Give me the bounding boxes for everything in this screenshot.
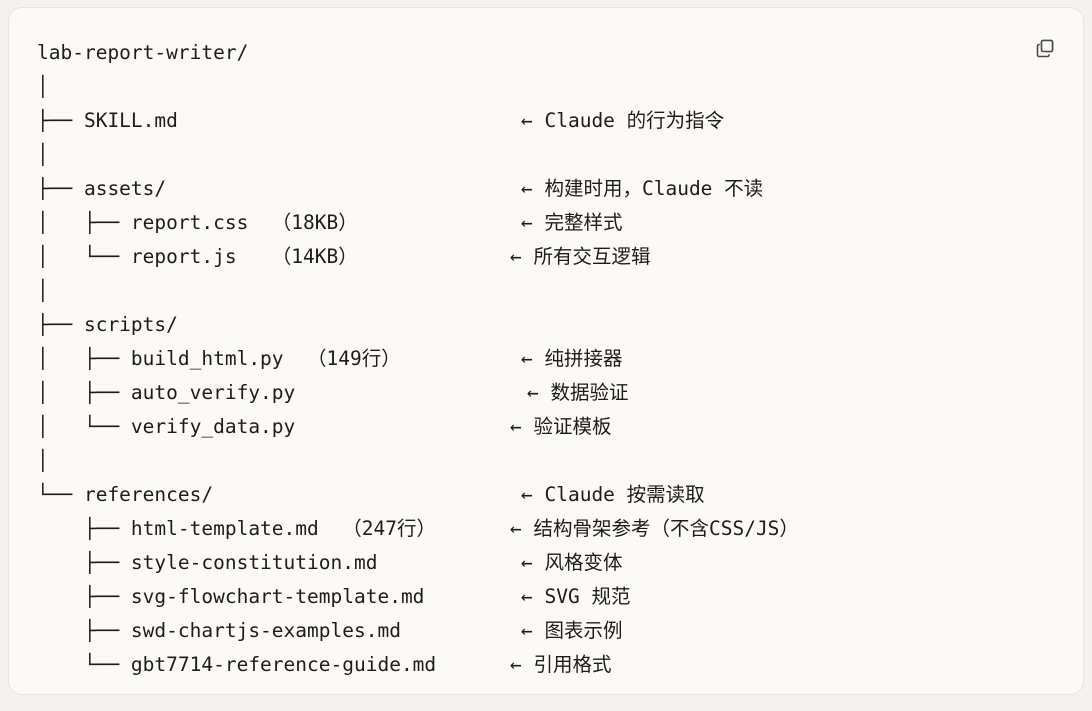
tree-node-label: └── references/ bbox=[37, 483, 214, 506]
tree-node-label: │ bbox=[37, 279, 49, 302]
code-block-card: lab-report-writer/ │ ├── SKILL.md ← Claude … bbox=[8, 7, 1084, 695]
tree-node-comment: ← 引用格式 bbox=[510, 653, 612, 676]
tree-line: │ ├── build_html.py （149行） ← 纯拼接器 bbox=[37, 342, 1023, 376]
tree-node-comment: ← 完整样式 bbox=[521, 211, 623, 234]
tree-line: │ └── report.js （14KB） ← 所有交互逻辑 bbox=[37, 240, 1023, 274]
tree-line: ├── html-template.md （247行） ← 结构骨架参考（不含CS… bbox=[37, 512, 1023, 546]
tree-line: └── references/ ← Claude 按需读取 bbox=[37, 478, 1023, 512]
tree-line: ├── swd-chartjs-examples.md ← 图表示例 bbox=[37, 614, 1023, 648]
tree-node-label: │ └── report.js （14KB） bbox=[37, 245, 358, 268]
tree-line: ├── style-constitution.md ← 风格变体 bbox=[37, 546, 1023, 580]
tree-node-label: ├── html-template.md （247行） bbox=[37, 517, 436, 540]
tree-node-label: ├── style-constitution.md bbox=[37, 551, 378, 574]
tree-line: ├── scripts/ bbox=[37, 308, 1023, 342]
tree-line: │ └── verify_data.py ← 验证模板 bbox=[37, 410, 1023, 444]
tree-node-label: │ bbox=[37, 449, 49, 472]
tree-node-label: │ ├── build_html.py （149行） bbox=[37, 347, 401, 370]
tree-node-label: ├── scripts/ bbox=[37, 313, 178, 336]
tree-node-comment: ← Claude 的行为指令 bbox=[521, 109, 725, 132]
tree-node-label: ├── svg-flowchart-template.md bbox=[37, 585, 425, 608]
tree-line: │ bbox=[37, 444, 1023, 478]
tree-node-comment: ← 结构骨架参考（不含CSS/JS） bbox=[510, 517, 799, 540]
copy-icon-button[interactable] bbox=[1027, 30, 1063, 66]
tree-line: ├── assets/ ← 构建时用，Claude 不读 bbox=[37, 172, 1023, 206]
file-tree: lab-report-writer/ │ ├── SKILL.md ← Claude … bbox=[37, 36, 1023, 682]
tree-node-label: ├── assets/ bbox=[37, 177, 167, 200]
tree-node-comment: ← 构建时用，Claude 不读 bbox=[521, 177, 764, 200]
tree-node-comment: ← 图表示例 bbox=[521, 619, 623, 642]
tree-node-comment: ← 纯拼接器 bbox=[521, 347, 623, 370]
tree-node-comment: ← 验证模板 bbox=[510, 415, 612, 438]
tree-node-label: │ ├── report.css （18KB） bbox=[37, 211, 358, 234]
tree-line: ├── svg-flowchart-template.md ← SVG 规范 bbox=[37, 580, 1023, 614]
tree-node-label: └── gbt7714-reference-guide.md bbox=[37, 653, 437, 676]
tree-line: │ bbox=[37, 274, 1023, 308]
tree-line: │ ├── auto_verify.py ← 数据验证 bbox=[37, 376, 1023, 410]
tree-line: │ ├── report.css （18KB） ← 完整样式 bbox=[37, 206, 1023, 240]
tree-line: └── gbt7714-reference-guide.md ← 引用格式 bbox=[37, 648, 1023, 682]
tree-node-label: │ └── verify_data.py bbox=[37, 415, 296, 438]
tree-node-label: │ bbox=[37, 75, 49, 98]
tree-node-label: ├── SKILL.md bbox=[37, 109, 178, 132]
tree-node-comment: ← 所有交互逻辑 bbox=[510, 245, 651, 268]
tree-line: │ bbox=[37, 138, 1023, 172]
tree-node-label: lab-report-writer/ bbox=[37, 41, 249, 64]
copy-icon bbox=[1035, 38, 1056, 59]
tree-node-comment: ← Claude 按需读取 bbox=[521, 483, 705, 506]
tree-node-label: ├── swd-chartjs-examples.md bbox=[37, 619, 401, 642]
tree-node-label: │ ├── auto_verify.py bbox=[37, 381, 296, 404]
tree-node-comment: ← 风格变体 bbox=[521, 551, 623, 574]
tree-node-comment: ← 数据验证 bbox=[527, 381, 629, 404]
tree-line: lab-report-writer/ bbox=[37, 36, 1023, 70]
tree-node-comment: ← SVG 规范 bbox=[521, 585, 631, 608]
tree-line: │ bbox=[37, 70, 1023, 104]
tree-node-label: │ bbox=[37, 143, 49, 166]
tree-line: ├── SKILL.md ← Claude 的行为指令 bbox=[37, 104, 1023, 138]
